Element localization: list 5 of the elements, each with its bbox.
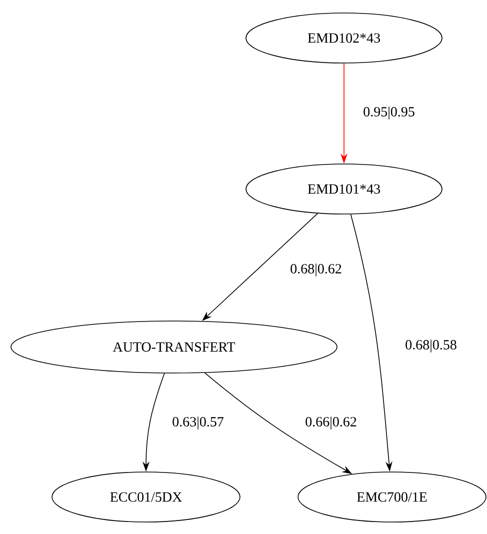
edge-label: 0.68|0.58 — [404, 338, 458, 354]
edge-label: 0.68|0.62 — [289, 262, 343, 278]
edge-label: 0.63|0.57 — [171, 416, 225, 430]
edge-label: 0.95|0.95 — [362, 106, 416, 120]
edge-label: 0.66|0.62 — [304, 416, 358, 430]
